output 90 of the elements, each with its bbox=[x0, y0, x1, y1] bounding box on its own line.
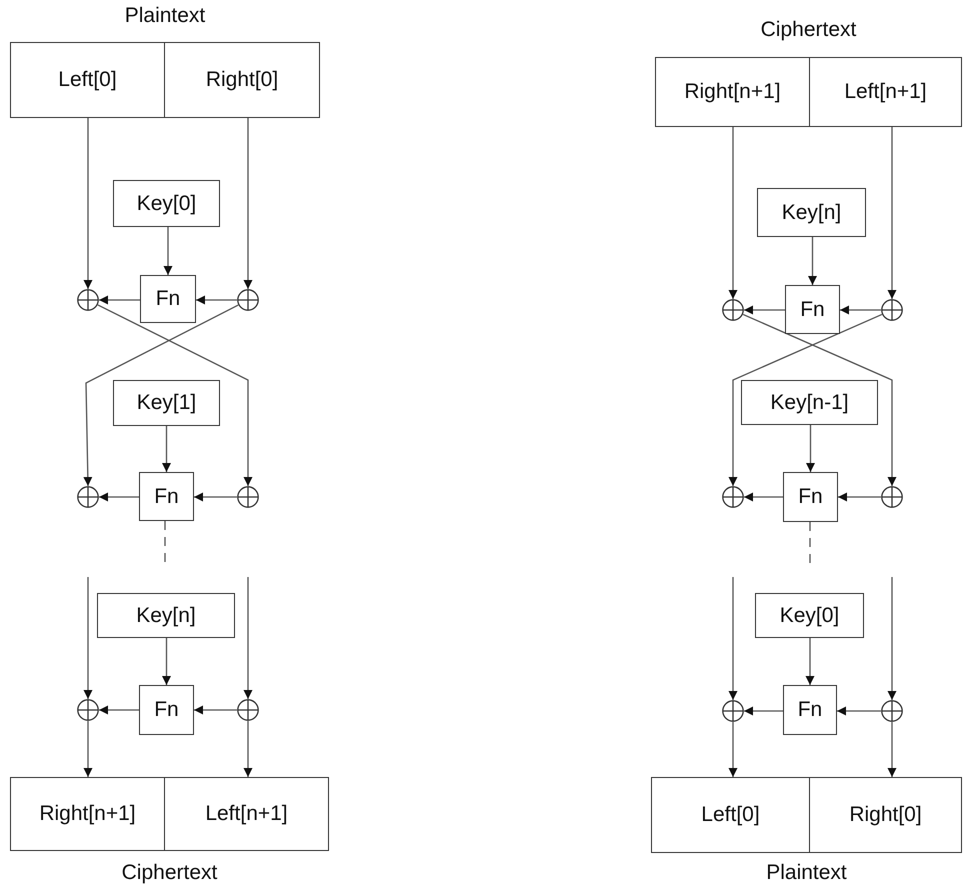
xor-symbol bbox=[722, 700, 744, 722]
xor-symbol bbox=[881, 700, 903, 722]
arrow bbox=[728, 127, 738, 299]
arrow bbox=[244, 118, 252, 289]
xor-symbol bbox=[722, 486, 744, 508]
arrow bbox=[244, 577, 252, 699]
arrow bbox=[194, 706, 237, 714]
key-label: Key[n-1] bbox=[770, 390, 849, 414]
arrow bbox=[194, 492, 237, 502]
xor-symbol bbox=[881, 299, 903, 321]
arrow bbox=[806, 425, 815, 472]
arrow bbox=[196, 296, 237, 304]
key-box bbox=[97, 593, 235, 638]
data-half-box bbox=[164, 42, 320, 118]
block-title: Plaintext bbox=[124, 4, 206, 27]
arrow bbox=[162, 638, 171, 685]
key-label: Key[n] bbox=[136, 604, 196, 628]
arrow bbox=[728, 722, 738, 777]
function-box bbox=[783, 472, 838, 522]
key-box bbox=[757, 188, 866, 237]
xor-symbol bbox=[237, 699, 259, 721]
key-label: Key[0] bbox=[780, 604, 840, 628]
arrow bbox=[83, 304, 238, 486]
arrow bbox=[888, 127, 896, 299]
key-label: Key[0] bbox=[136, 192, 196, 216]
function-label: Fn bbox=[798, 485, 823, 509]
arrow bbox=[728, 577, 738, 700]
function-box bbox=[139, 472, 194, 521]
arrow bbox=[84, 118, 92, 289]
arrow bbox=[808, 237, 817, 285]
data-half-box bbox=[10, 42, 165, 118]
data-half-box bbox=[164, 777, 329, 851]
arrow bbox=[244, 721, 252, 777]
arrow bbox=[84, 577, 92, 699]
arrow bbox=[84, 721, 92, 777]
data-half-label: Right[0] bbox=[206, 68, 278, 92]
arrow bbox=[728, 314, 882, 486]
xor-symbol bbox=[881, 486, 903, 508]
key-box bbox=[755, 593, 864, 638]
xor-symbol bbox=[77, 289, 99, 311]
data-half-box bbox=[651, 777, 810, 853]
arrow bbox=[806, 638, 814, 685]
function-label: Fn bbox=[154, 484, 179, 508]
data-half-label: Right[n+1] bbox=[39, 802, 136, 826]
arrow bbox=[888, 722, 896, 777]
data-half-label: Right[0] bbox=[849, 803, 922, 827]
arrow bbox=[98, 304, 252, 486]
arrow bbox=[888, 577, 896, 700]
data-half-label: Right[n+1] bbox=[684, 80, 781, 104]
data-half-label: Left[n+1] bbox=[844, 80, 927, 104]
data-half-label: Left[0] bbox=[701, 803, 760, 827]
function-box bbox=[140, 275, 196, 323]
data-half-box bbox=[10, 777, 165, 851]
arrow bbox=[837, 706, 881, 716]
arrow bbox=[99, 492, 139, 502]
function-box bbox=[139, 685, 194, 735]
arrow bbox=[838, 492, 881, 502]
data-half-box bbox=[809, 777, 962, 853]
data-half-label: Left[n+1] bbox=[205, 802, 288, 826]
xor-symbol bbox=[77, 699, 99, 721]
arrow bbox=[840, 306, 881, 314]
arrow bbox=[162, 426, 171, 472]
function-label: Fn bbox=[156, 287, 180, 311]
block-title: Ciphertext bbox=[760, 18, 856, 41]
block-title: Ciphertext bbox=[122, 861, 218, 884]
data-half-label: Left[0] bbox=[58, 68, 117, 92]
key-label: Key[n] bbox=[782, 200, 842, 224]
xor-symbol bbox=[722, 299, 744, 321]
key-box bbox=[113, 180, 220, 227]
key-box bbox=[741, 380, 878, 425]
arrow bbox=[744, 706, 783, 716]
function-label: Fn bbox=[154, 698, 179, 722]
key-label: Key[1] bbox=[136, 391, 196, 415]
arrow bbox=[742, 314, 896, 486]
arrow bbox=[99, 706, 139, 714]
function-box bbox=[783, 685, 837, 735]
arrow bbox=[164, 227, 172, 275]
function-label: Fn bbox=[798, 698, 822, 722]
data-half-box bbox=[809, 57, 962, 127]
xor-symbol bbox=[237, 486, 259, 508]
arrow bbox=[744, 306, 785, 314]
function-label: Fn bbox=[800, 298, 825, 322]
block-title: Plaintext bbox=[766, 861, 847, 884]
function-box bbox=[785, 285, 840, 334]
key-box bbox=[113, 380, 220, 426]
xor-symbol bbox=[237, 289, 259, 311]
xor-symbol bbox=[77, 486, 99, 508]
arrow bbox=[99, 296, 140, 304]
arrow bbox=[744, 492, 783, 502]
data-half-box bbox=[655, 57, 810, 127]
